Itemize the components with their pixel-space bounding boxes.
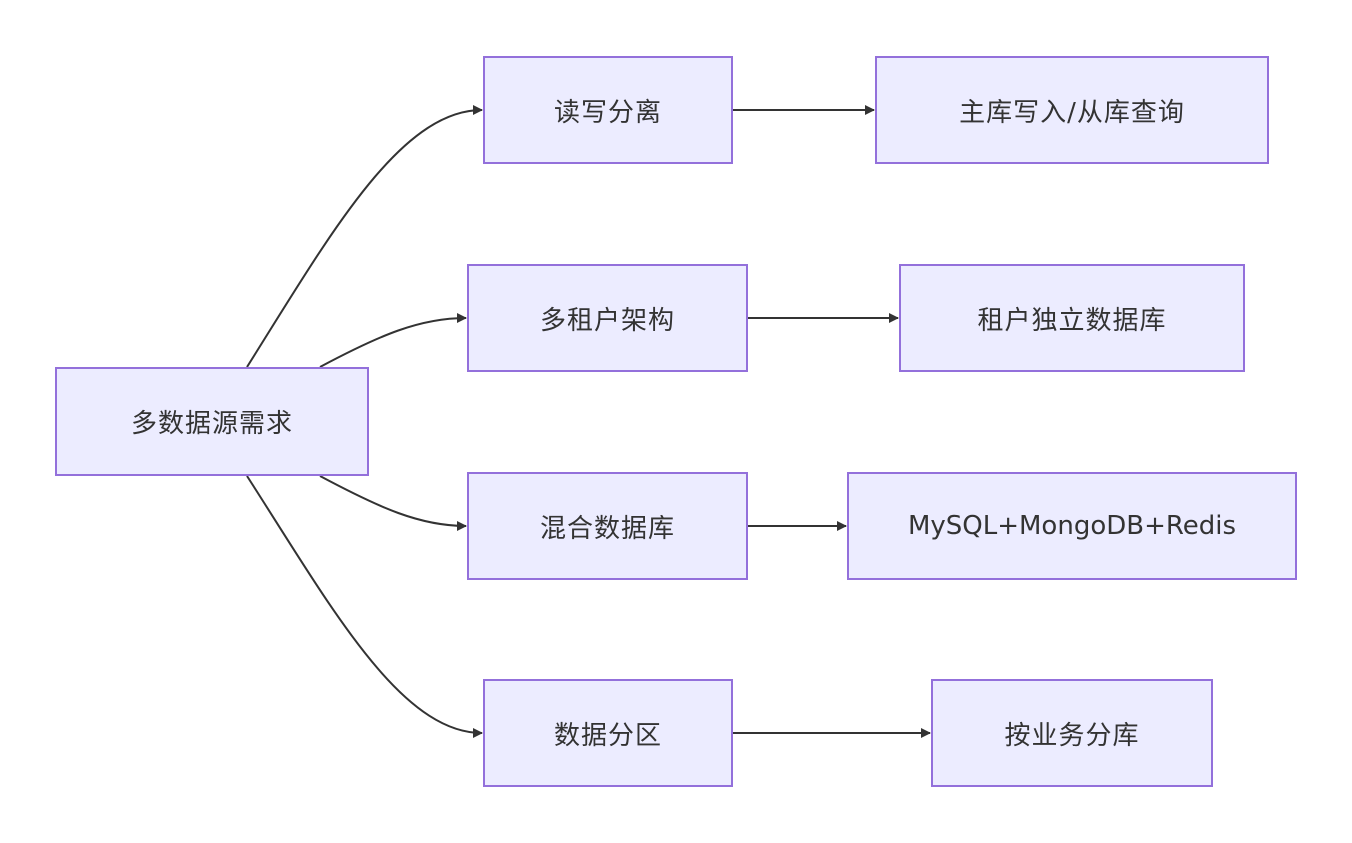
edge-root-to-partition — [246, 475, 483, 738]
edge-root-to-multi-tenant — [319, 313, 467, 368]
node-mysql-mongodb-redis[interactable]: MySQL+MongoDB+Redis — [847, 472, 1297, 580]
node-multi-tenant[interactable]: 多租户架构 — [467, 264, 748, 372]
node-label: 多租户架构 — [539, 305, 675, 336]
node-split-by-business[interactable]: 按业务分库 — [931, 679, 1213, 787]
node-master-write-slave-read[interactable]: 主库写入/从库查询 — [875, 56, 1269, 164]
node-label: 读写分离 — [553, 97, 662, 128]
node-label: 数据分区 — [553, 720, 662, 751]
node-tenant-independent-db[interactable]: 租户独立数据库 — [899, 264, 1245, 372]
node-label: MySQL+MongoDB+Redis — [907, 511, 1237, 541]
node-multi-datasource-requirement[interactable]: 多数据源需求 — [55, 367, 369, 476]
edge-root-to-hybrid-db — [319, 475, 467, 531]
node-label: 主库写入/从库查询 — [959, 97, 1185, 128]
node-label: 混合数据库 — [539, 513, 675, 544]
node-read-write-split[interactable]: 读写分离 — [483, 56, 733, 164]
node-label: 租户独立数据库 — [977, 305, 1167, 336]
node-data-partition[interactable]: 数据分区 — [483, 679, 733, 787]
node-label: 多数据源需求 — [130, 409, 293, 439]
node-hybrid-database[interactable]: 混合数据库 — [467, 472, 748, 580]
node-label: 按业务分库 — [1004, 720, 1140, 751]
edge-root-to-rw-split — [246, 105, 483, 368]
